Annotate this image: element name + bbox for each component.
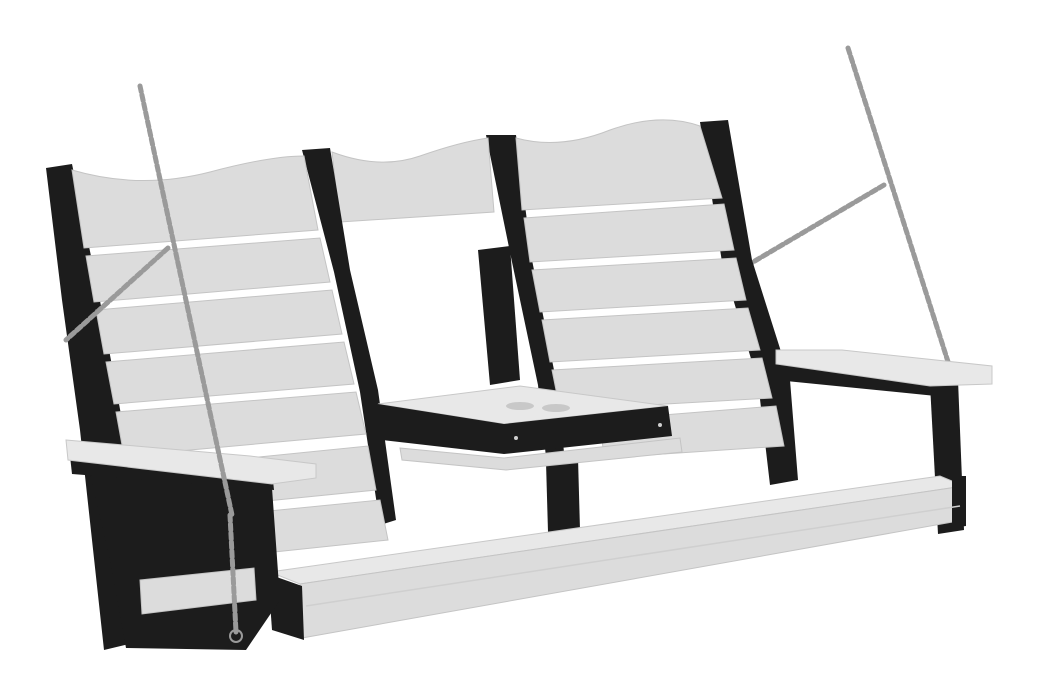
cup-holder xyxy=(542,404,570,412)
cup-holder xyxy=(506,402,534,410)
center-back-panel xyxy=(302,137,495,525)
center-console-table xyxy=(377,246,683,532)
chain-left-front xyxy=(63,83,243,643)
right-seat-back xyxy=(486,119,798,485)
chain-right-back xyxy=(745,45,953,371)
